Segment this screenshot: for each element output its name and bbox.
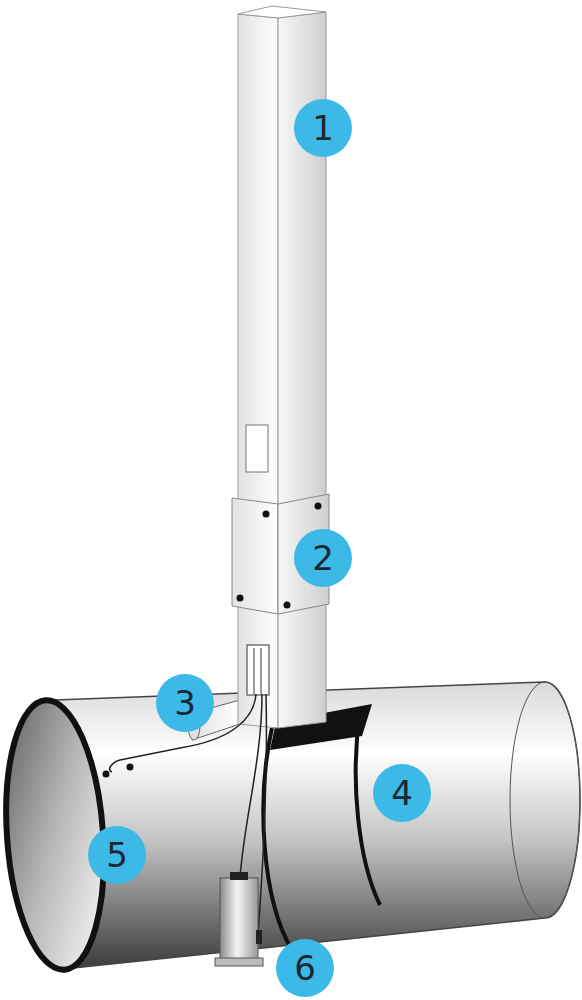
pipe-opening xyxy=(0,697,112,973)
sensor xyxy=(220,878,258,960)
callout-circle xyxy=(294,99,352,157)
access-window xyxy=(246,425,268,472)
callout-circle xyxy=(294,529,352,587)
callout-number: 2 xyxy=(293,528,353,588)
sensor-cap xyxy=(230,872,248,880)
callout-circle xyxy=(373,764,431,822)
sleeve xyxy=(232,498,278,614)
callout-number: 6 xyxy=(275,938,335,998)
post-top xyxy=(238,6,326,18)
wire xyxy=(258,694,266,935)
callout-number: 1 xyxy=(293,98,353,158)
wire xyxy=(240,694,262,878)
callout-number: 3 xyxy=(155,673,215,733)
pipe-body xyxy=(55,682,580,970)
clamp-band xyxy=(263,728,292,950)
pipe-end xyxy=(510,682,580,918)
callout-number: 4 xyxy=(372,763,432,823)
junction-box xyxy=(247,645,269,695)
callout-circle xyxy=(276,939,334,997)
callout-circle xyxy=(88,826,146,884)
callout-circle xyxy=(156,674,214,732)
clamp-band xyxy=(356,712,380,905)
post-face xyxy=(238,14,278,728)
sensor-base xyxy=(215,958,263,966)
callout-number: 5 xyxy=(87,825,147,885)
